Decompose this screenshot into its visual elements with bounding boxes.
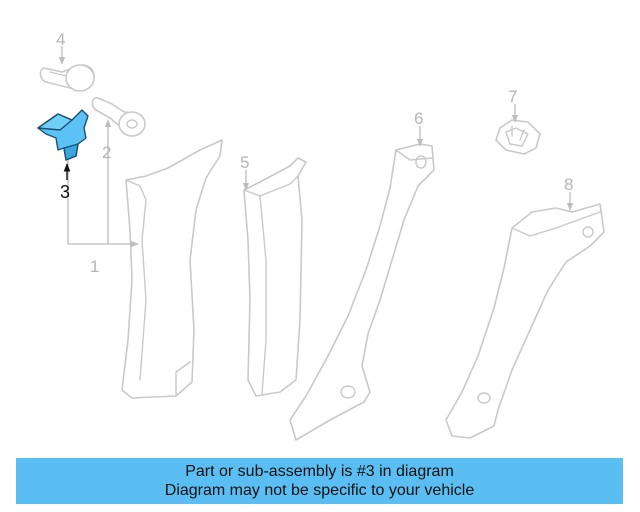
info-banner: Part or sub-assembly is #3 in diagram Di…: [16, 458, 623, 504]
part-2-push-clip: [91, 96, 146, 137]
callout-4: 4: [56, 30, 65, 49]
part-8-pillar-trim: [445, 203, 605, 439]
part-6-pillar-trim: [289, 143, 435, 441]
callout-1: 1: [90, 257, 99, 276]
part-3-retainer-clip: [37, 109, 89, 161]
leader-lines: [58, 46, 574, 248]
banner-line-1: Part or sub-assembly is #3 in diagram: [185, 463, 454, 480]
part-7-clip: [495, 119, 541, 155]
banner-line-2: Diagram may not be specific to your vehi…: [164, 482, 475, 499]
callout-6: 6: [414, 109, 423, 128]
callout-3: 3: [60, 182, 70, 202]
callout-8: 8: [564, 175, 573, 194]
part-5-trim-strip: [243, 157, 307, 397]
callout-2: 2: [102, 143, 111, 162]
callout-5: 5: [240, 153, 249, 172]
part-4-push-clip: [39, 64, 95, 92]
part-1-pillar-trim: [121, 139, 223, 399]
callout-7: 7: [508, 87, 517, 106]
